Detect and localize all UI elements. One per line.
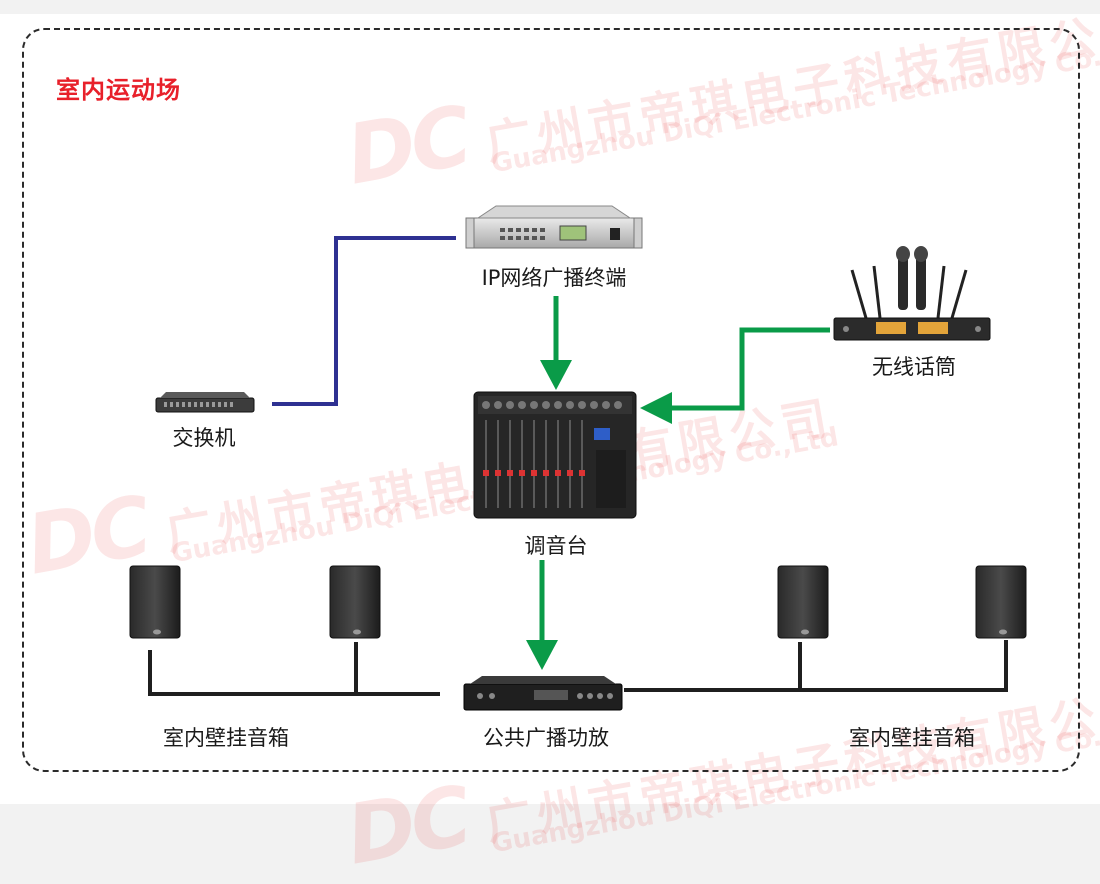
arrow-mixer-to-amp (526, 560, 558, 670)
amplifier-device (463, 676, 623, 711)
speaker-cable-right (624, 640, 1008, 692)
label-ip-terminal: IP网络广播终端 (481, 266, 627, 290)
label-switch: 交换机 (172, 426, 236, 450)
wireless-mic-device (833, 246, 991, 341)
label-mixer: 调音台 (524, 534, 588, 558)
ip-terminal-device (465, 205, 643, 249)
arrow-ip-to-mixer (540, 296, 572, 390)
speaker-left-1 (129, 565, 181, 639)
label-speakers-left: 室内壁挂音箱 (163, 726, 289, 750)
switch-device (155, 392, 255, 413)
diagram-canvas (129, 205, 1027, 711)
network-cable (272, 236, 456, 406)
speaker-cable-left (148, 642, 440, 696)
speaker-right-2 (975, 565, 1027, 639)
diagram-title: 室内运动场 (56, 76, 181, 104)
label-speakers-right: 室内壁挂音箱 (849, 726, 975, 750)
speaker-left-2 (329, 565, 381, 639)
venue-boundary (22, 28, 1080, 772)
label-wireless-mic: 无线话筒 (872, 355, 956, 379)
label-amplifier: 公共广播功放 (483, 726, 609, 750)
arrow-mic-to-mixer (640, 327, 830, 424)
mixer-device (473, 391, 637, 519)
speaker-right-1 (777, 565, 829, 639)
